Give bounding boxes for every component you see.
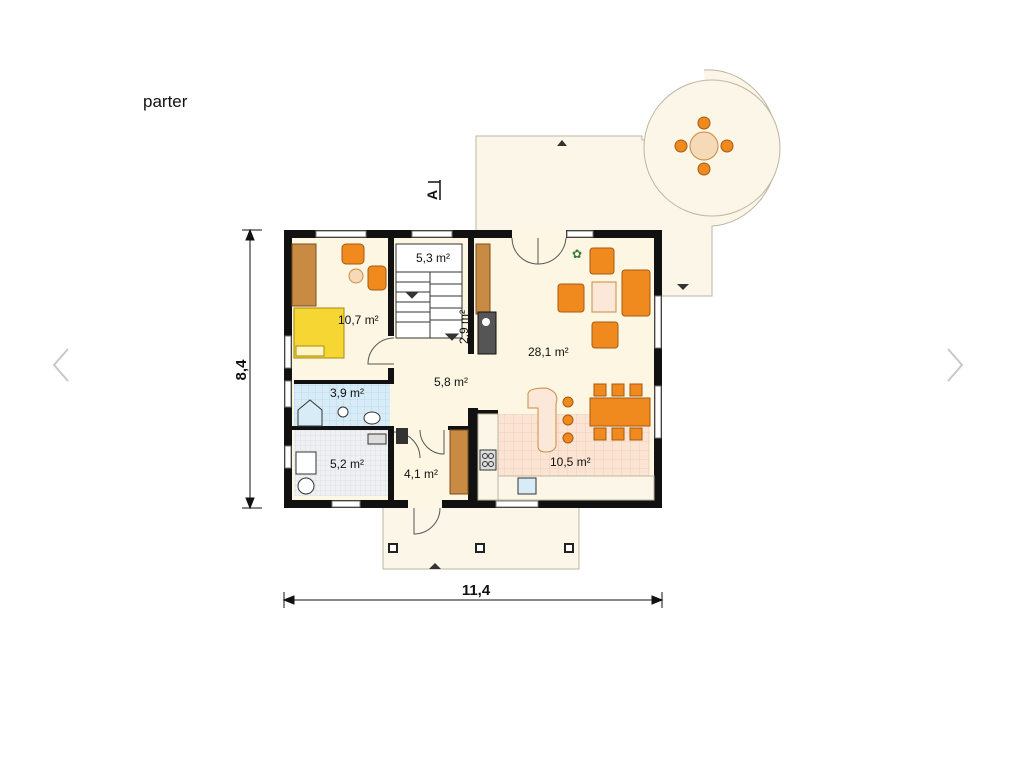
kitchen-fixtures <box>477 387 655 501</box>
entrance-porch <box>382 506 580 570</box>
living-furniture: ✿ <box>557 247 651 349</box>
room-area-utility: 5,2 m² <box>330 457 364 471</box>
room-area-bedroom: 10,7 m² <box>338 313 379 327</box>
section-marker: A <box>424 180 441 200</box>
interior-walls <box>292 232 498 502</box>
room-area-storage: 2,9 m² <box>457 310 471 344</box>
windows <box>284 230 662 508</box>
room-area-stairs: 5,3 m² <box>416 251 450 265</box>
room-area-bathroom: 3,9 m² <box>330 386 364 400</box>
depth-dimension: 8,4 <box>233 359 250 381</box>
round-table <box>674 116 734 176</box>
page-title: parter <box>143 92 188 111</box>
dining-set <box>589 383 651 441</box>
section-label: A <box>424 190 440 200</box>
room-area-living: 28,1 m² <box>528 345 569 359</box>
bedroom-furniture <box>291 243 387 359</box>
staircase <box>395 243 463 341</box>
room-area-kitchen: 10,5 m² <box>550 455 591 469</box>
svg-text:✿: ✿ <box>572 247 582 261</box>
chevron-right-icon[interactable] <box>938 345 968 385</box>
dimension-lines <box>242 228 664 608</box>
utility-fixtures <box>295 428 408 495</box>
room-area-vestibule: 4,1 m² <box>404 467 438 481</box>
chevron-left-icon[interactable] <box>48 345 78 385</box>
width-dimension: 11,4 <box>462 582 491 599</box>
room-area-hall: 5,8 m² <box>434 375 468 389</box>
bathroom-fixtures <box>297 399 381 427</box>
